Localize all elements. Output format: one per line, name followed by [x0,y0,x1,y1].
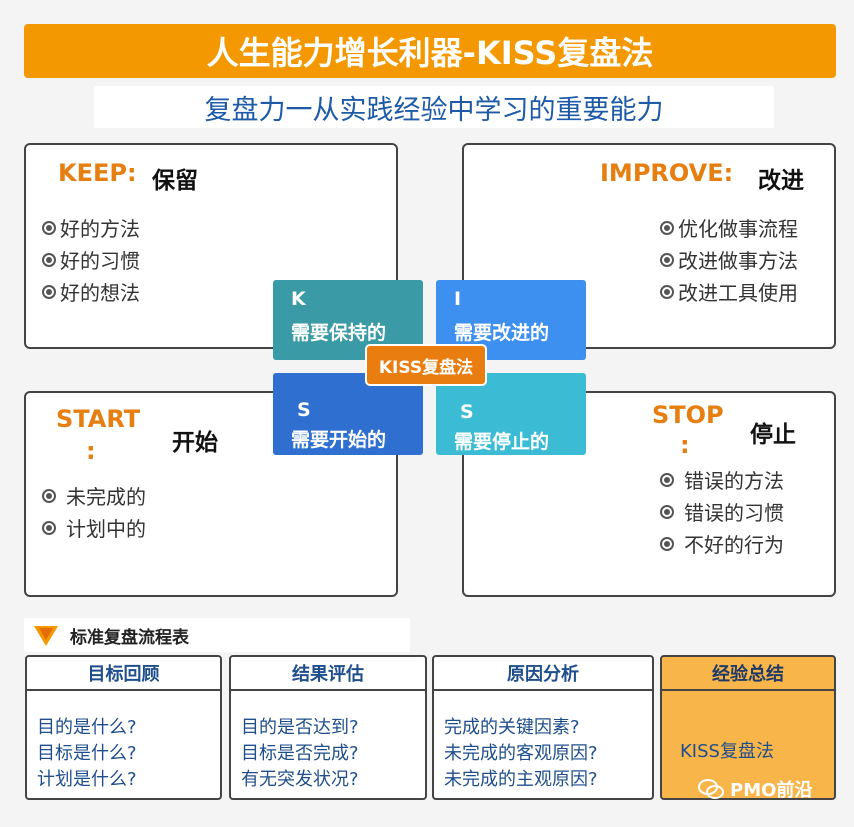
page-title: 人生能力增长利器-KISS复盘法 [24,24,836,78]
start-colon: : [86,437,96,465]
process-card-cause-analysis: 原因分析 完成的关键因素? 未完成的客观原因? 未完成的主观原因? [432,655,654,800]
list-item: 错误的方法 [660,465,784,494]
list-item: 好的想法 [42,277,140,306]
tile-desc: 需要停止的 [454,431,550,453]
watermark-text: PMO前沿 [730,780,813,801]
list-item: 不好的行为 [660,529,784,558]
radio-bullet-icon [660,472,674,487]
radio-bullet-icon [660,252,674,267]
process-card-result-evaluation: 结果评估 目的是否达到? 目标是否完成? 有无突发状况? [229,655,427,800]
list-item: 好的习惯 [42,245,140,274]
radio-bullet-icon [42,252,56,267]
list-item: 错误的习惯 [660,497,784,526]
card-title: 原因分析 [434,657,652,691]
tile-desc: 需要开始的 [291,429,387,451]
card-line: 计划是什么? [37,769,137,790]
process-card-experience-summary: 经验总结 KISS复盘法 [660,655,836,800]
card-line: 目的是否达到? [241,717,359,738]
card-line: KISS复盘法 [680,741,774,762]
improve-zh-label: 改进 [758,168,804,194]
card-line: 未完成的主观原因? [444,769,598,790]
stop-en-label: STOP [652,401,724,429]
card-line: 目标是否完成? [241,743,359,764]
radio-bullet-icon [42,284,56,299]
card-line: 未完成的客观原因? [444,743,598,764]
stop-zh-label: 停止 [750,422,796,448]
list-item: 优化做事流程 [660,213,798,242]
radio-bullet-icon [660,284,674,299]
start-zh-label: 开始 [172,430,218,456]
keep-quadrant: KEEP: 保留 好的方法 好的习惯 好的想法 [24,143,398,349]
tile-stop: S 需要停止的 [436,373,586,455]
radio-bullet-icon [42,520,56,535]
list-item: 计划中的 [42,513,146,542]
tile-letter: S [460,401,474,423]
card-line: 目标是什么? [37,743,137,764]
wechat-icon [698,779,724,799]
page-subtitle: 复盘力一从实践经验中学习的重要能力 [94,86,774,128]
list-item: 未完成的 [42,481,146,510]
triangle-marker-icon [34,626,58,646]
card-title: 结果评估 [231,657,425,691]
section-header [24,618,410,652]
list-item: 好的方法 [42,213,140,242]
tile-letter: K [291,288,306,310]
start-en-label: START [56,405,141,433]
process-card-goal-review: 目标回顾 目的是什么? 目标是什么? 计划是什么? [25,655,222,800]
radio-bullet-icon [660,504,674,519]
list-item: 改进工具使用 [660,277,798,306]
watermark: PMO前沿 [698,776,812,802]
radio-bullet-icon [42,488,56,503]
card-title: 经验总结 [662,657,834,691]
tile-letter: S [297,399,311,421]
card-title: 目标回顾 [27,657,220,691]
list-item: 改进做事方法 [660,245,798,274]
card-line: 有无突发状况? [241,769,359,790]
keep-zh-label: 保留 [152,168,198,194]
keep-en-label: KEEP: [58,159,137,187]
improve-en-label: IMPROVE: [600,159,734,187]
stop-colon: : [680,431,690,459]
radio-bullet-icon [660,220,674,235]
tile-start: S 需要开始的 [273,373,423,455]
radio-bullet-icon [42,220,56,235]
card-line: 完成的关键因素? [444,717,580,738]
kiss-center-badge: KISS复盘法 [365,344,487,386]
card-line: 目的是什么? [37,717,137,738]
tile-desc: 需要保持的 [291,322,387,344]
radio-bullet-icon [660,536,674,551]
tile-desc: 需要改进的 [454,322,550,344]
tile-letter: I [454,288,462,310]
section-title: 标准复盘流程表 [70,628,189,648]
